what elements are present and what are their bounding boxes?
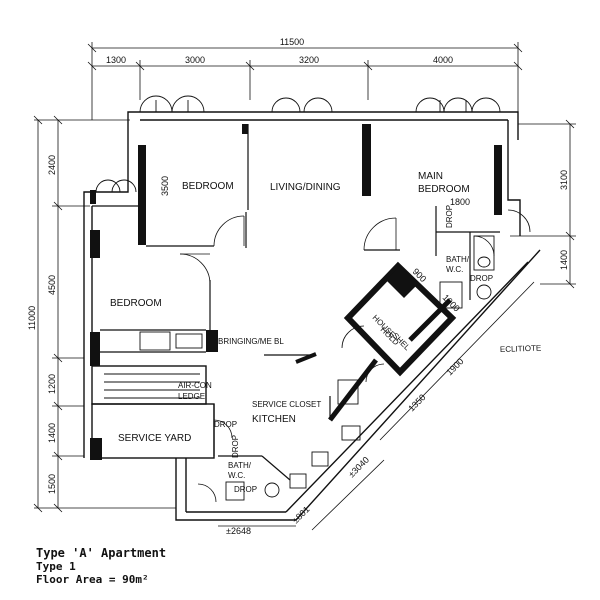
right-dimensions bbox=[510, 119, 576, 289]
dim-left-seg-2: 4500 bbox=[47, 275, 57, 295]
columns bbox=[90, 124, 502, 460]
household-shelter bbox=[343, 261, 457, 377]
dim-left-seg-4: 1400 bbox=[47, 423, 57, 443]
label-bedroom-top: BEDROOM bbox=[182, 181, 234, 192]
label-mirrored-2: BRINGING/ME BL bbox=[218, 337, 284, 346]
living-wall-stub bbox=[295, 352, 317, 364]
floor-plan: 11500 1300 3000 3200 4000 11000 2400 450… bbox=[27, 37, 576, 536]
label-drop-3: DROP bbox=[214, 420, 237, 429]
top-dimensions bbox=[87, 42, 523, 120]
label-kitchen: KITCHEN bbox=[252, 414, 296, 425]
dim-right-seg-1: 3100 bbox=[559, 170, 569, 190]
label-living-dining: LIVING/DINING bbox=[270, 182, 341, 193]
dim-top-seg-1: 1300 bbox=[106, 55, 126, 65]
caption-type: Type 1 bbox=[36, 560, 76, 573]
caption-title: Type 'A' Apartment bbox=[36, 546, 167, 560]
label-aircon-1: AIR-CON bbox=[178, 381, 212, 390]
label-drop-5: DROP bbox=[234, 485, 257, 494]
door-swings bbox=[179, 209, 531, 503]
dim-left-overall: 11000 bbox=[27, 306, 37, 330]
caption-floor-area: Floor Area = 90m² bbox=[36, 573, 149, 586]
caption: Type 'A' Apartment Type 1 Floor Area = 9… bbox=[36, 546, 336, 587]
diagonal-dimensions bbox=[218, 281, 535, 531]
label-bedroom-left: BEDROOM bbox=[110, 298, 162, 309]
label-service-closet: SERVICE CLOSET bbox=[252, 400, 321, 409]
dim-right-seg-2: 1400 bbox=[559, 250, 569, 270]
dim-diag-1: 1900 bbox=[444, 356, 465, 377]
partitions bbox=[92, 124, 500, 481]
label-aircon-2: LEDGE bbox=[178, 392, 205, 401]
label-service-yard: SERVICE YARD bbox=[118, 433, 191, 444]
label-drop-1: DROP bbox=[445, 205, 454, 228]
dim-diag-4: ±801 bbox=[290, 504, 311, 525]
dim-top-seg-3: 3200 bbox=[299, 55, 319, 65]
dim-top-seg-2: 3000 bbox=[185, 55, 205, 65]
dim-bedroom-depth: 3500 bbox=[160, 176, 170, 196]
dim-left-seg-5: 1500 bbox=[47, 474, 57, 494]
windows-left bbox=[95, 179, 137, 193]
label-mirrored: ECLITIOTE bbox=[500, 344, 542, 354]
label-main-bedroom-1: MAIN bbox=[418, 171, 443, 182]
label-drop-2: DROP bbox=[470, 274, 493, 283]
walls bbox=[83, 111, 541, 521]
label-bath-bottom-2: W.C. bbox=[228, 471, 245, 480]
label-bath-top-1: BATH/ bbox=[446, 255, 470, 264]
dim-left-seg-3: 1200 bbox=[47, 374, 57, 394]
label-bath-top-2: W.C. bbox=[446, 265, 463, 274]
dim-top-seg-4: 4000 bbox=[433, 55, 453, 65]
label-bath-bottom-1: BATH/ bbox=[228, 461, 252, 470]
label-main-bedroom-2: BEDROOM bbox=[418, 184, 470, 195]
dim-main-bath: 1800 bbox=[450, 197, 470, 207]
windows-top bbox=[139, 95, 501, 113]
dim-left-seg-1: 2400 bbox=[47, 155, 57, 175]
dim-bottom: ±2648 bbox=[226, 526, 251, 536]
left-dimensions bbox=[33, 115, 176, 513]
label-drop-4: DROP bbox=[231, 435, 240, 458]
fixtures bbox=[104, 235, 495, 501]
dim-top-overall: 11500 bbox=[280, 37, 304, 47]
